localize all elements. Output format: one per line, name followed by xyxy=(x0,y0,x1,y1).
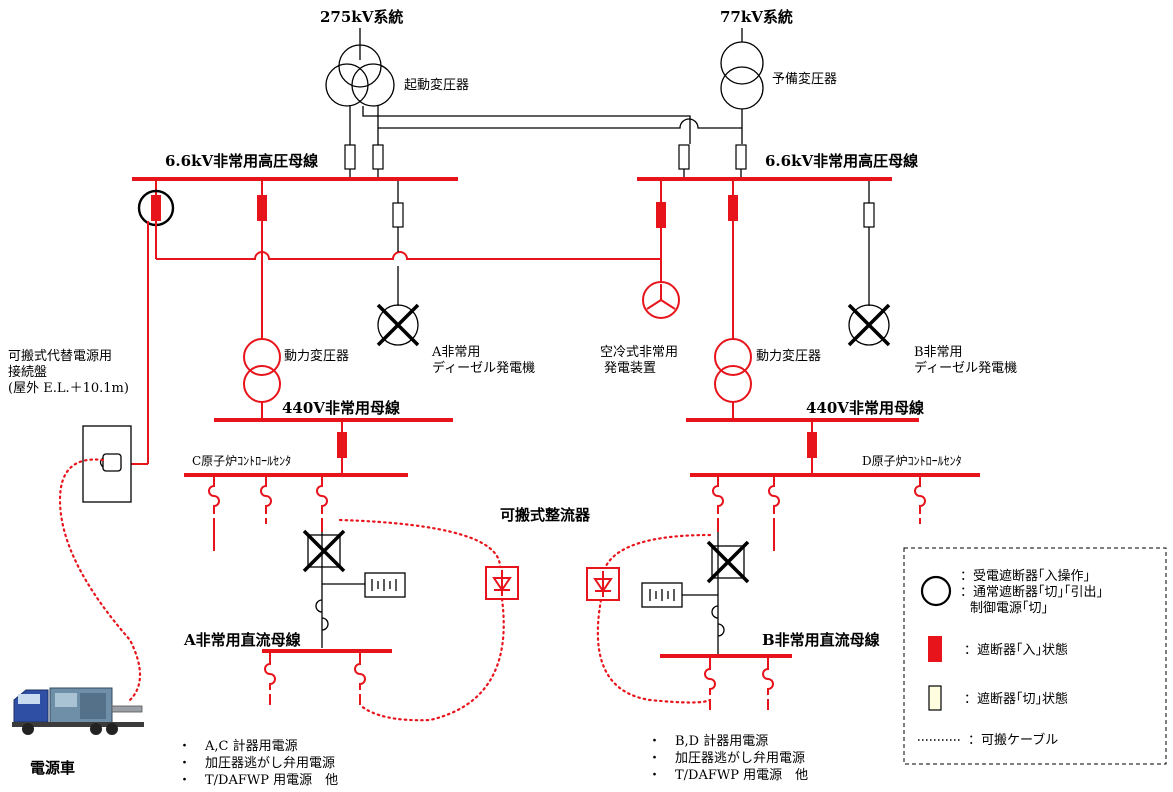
loads-b-item: 加圧器逃がし弁用電源 xyxy=(675,751,805,766)
loads-b-item: B,D 計器用電源 xyxy=(675,733,768,749)
panel-label-1: 可搬式代替電源用 xyxy=(8,349,112,364)
legend-circle-2: ：通常遮断器｢切｣｢引出｣ xyxy=(960,584,1103,600)
legend-breaker-off-icon xyxy=(928,685,942,711)
hv-bus-b-label: 6.6kV非常用高圧母線 xyxy=(765,152,918,170)
power-vehicle-icon xyxy=(12,687,144,735)
rectifier-label: 可搬式整流器 xyxy=(500,506,591,524)
mcc-d-feeders xyxy=(712,477,926,551)
legend-breaker-on-icon xyxy=(928,636,942,662)
mcc-d-label: D原子炉ｺﾝﾄﾛｰﾙｾﾝﾀ xyxy=(862,454,962,468)
dc-bus-b-feeders xyxy=(704,658,774,710)
battery-icon xyxy=(641,582,683,608)
mcc-c-label: C原子炉ｺﾝﾄﾛｰﾙｾﾝﾀ xyxy=(192,454,291,468)
rectifier-icon xyxy=(485,566,519,600)
loads-b-bullet: ・ xyxy=(648,768,661,783)
dg-a-label-1: A非常用 xyxy=(431,345,480,360)
panel-label-3: (屋外 E.L.＋10.1m) xyxy=(8,381,129,396)
power-transformer-a-label: 動力変圧器 xyxy=(284,348,349,364)
charger-disabled-icon xyxy=(706,540,750,584)
loads-b-list: ・ B,D 計器用電源 ・ 加圧器逃がし弁用電源 ・ T/DAFWP 用電源 他 xyxy=(648,733,808,783)
dg-b-label-1: B非常用 xyxy=(914,345,963,360)
legend-circle-3: 制御電源｢切｣ xyxy=(970,601,1048,616)
dc-bus-a-label: A非常用直流母線 xyxy=(183,631,301,649)
lv-bus-a-label: 440V非常用母線 xyxy=(282,399,400,417)
panel-label-2: 接続盤 xyxy=(8,364,47,380)
loads-a-item: T/DAFWP 用電源 他 xyxy=(205,773,338,788)
loads-b-item: T/DAFWP 用電源 他 xyxy=(675,768,808,783)
startup-transformer-icon xyxy=(325,44,395,107)
loads-a-item: A,C 計器用電源 xyxy=(204,738,298,754)
dc-bus-a-feeders xyxy=(264,653,366,705)
legend: ：受電遮断器｢入操作｣ ：通常遮断器｢切｣｢引出｣ 制御電源｢切｣ ：遮断器｢入… xyxy=(903,547,1167,765)
connection-panel-icon xyxy=(82,425,132,503)
generator-disabled-icon xyxy=(847,303,891,347)
standby-transformer-icon xyxy=(720,41,764,110)
loads-a-item: 加圧器逃がし弁用電源 xyxy=(205,756,335,771)
startup-transformer-label: 起動変圧器 xyxy=(404,77,469,93)
loads-a-bullet: ・ xyxy=(178,773,191,788)
power-transformer-b-label: 動力変圧器 xyxy=(756,348,821,364)
loads-b-bullet: ・ xyxy=(648,734,661,749)
legend-circle-icon xyxy=(920,575,952,607)
legend-breaker-on: ：遮断器｢入｣状態 xyxy=(964,642,1068,658)
source-77kv-label: 77kV系統 xyxy=(720,8,793,26)
loads-a-bullet: ・ xyxy=(178,739,191,754)
power-vehicle-label: 電源車 xyxy=(30,759,75,777)
battery-icon xyxy=(364,572,406,598)
generator-disabled-icon xyxy=(376,303,420,347)
breaker-off-icon xyxy=(344,144,747,170)
source-275kv-label: 275kV系統 xyxy=(320,8,403,26)
standby-transformer-label: 予備変圧器 xyxy=(772,71,837,87)
legend-breaker-off: ：遮断器｢切｣状態 xyxy=(964,691,1068,707)
aircooled-label-1: 空冷式非常用 xyxy=(600,345,678,360)
legend-cable: ：可搬ケーブル xyxy=(968,732,1058,748)
loads-a-list: ・ A,C 計器用電源 ・ 加圧器逃がし弁用電源 ・ T/DAFWP 用電源 他 xyxy=(178,738,338,788)
legend-circle-1: ：受電遮断器｢入操作｣ xyxy=(960,568,1090,584)
receiving-breaker xyxy=(151,195,161,221)
mcc-c-feeders xyxy=(208,477,328,551)
rectifier-icon xyxy=(586,567,620,601)
loads-a-bullet: ・ xyxy=(178,756,191,771)
aircooled-generator-icon xyxy=(642,281,680,319)
lv-bus-b-label: 440V非常用母線 xyxy=(806,399,924,417)
dg-b-label-2: ディーゼル発電機 xyxy=(914,360,1017,376)
charger-disabled-icon xyxy=(302,529,346,573)
dg-a-label-2: ディーゼル発電機 xyxy=(432,360,535,376)
hv-bus-a-label: 6.6kV非常用高圧母線 xyxy=(165,152,318,170)
power-transformer-a-icon xyxy=(243,338,281,403)
aircooled-label-2: 発電装置 xyxy=(604,361,656,376)
dc-bus-b-label: B非常用直流母線 xyxy=(762,631,880,649)
loads-b-bullet: ・ xyxy=(648,751,661,766)
power-transformer-b-icon xyxy=(714,338,752,403)
